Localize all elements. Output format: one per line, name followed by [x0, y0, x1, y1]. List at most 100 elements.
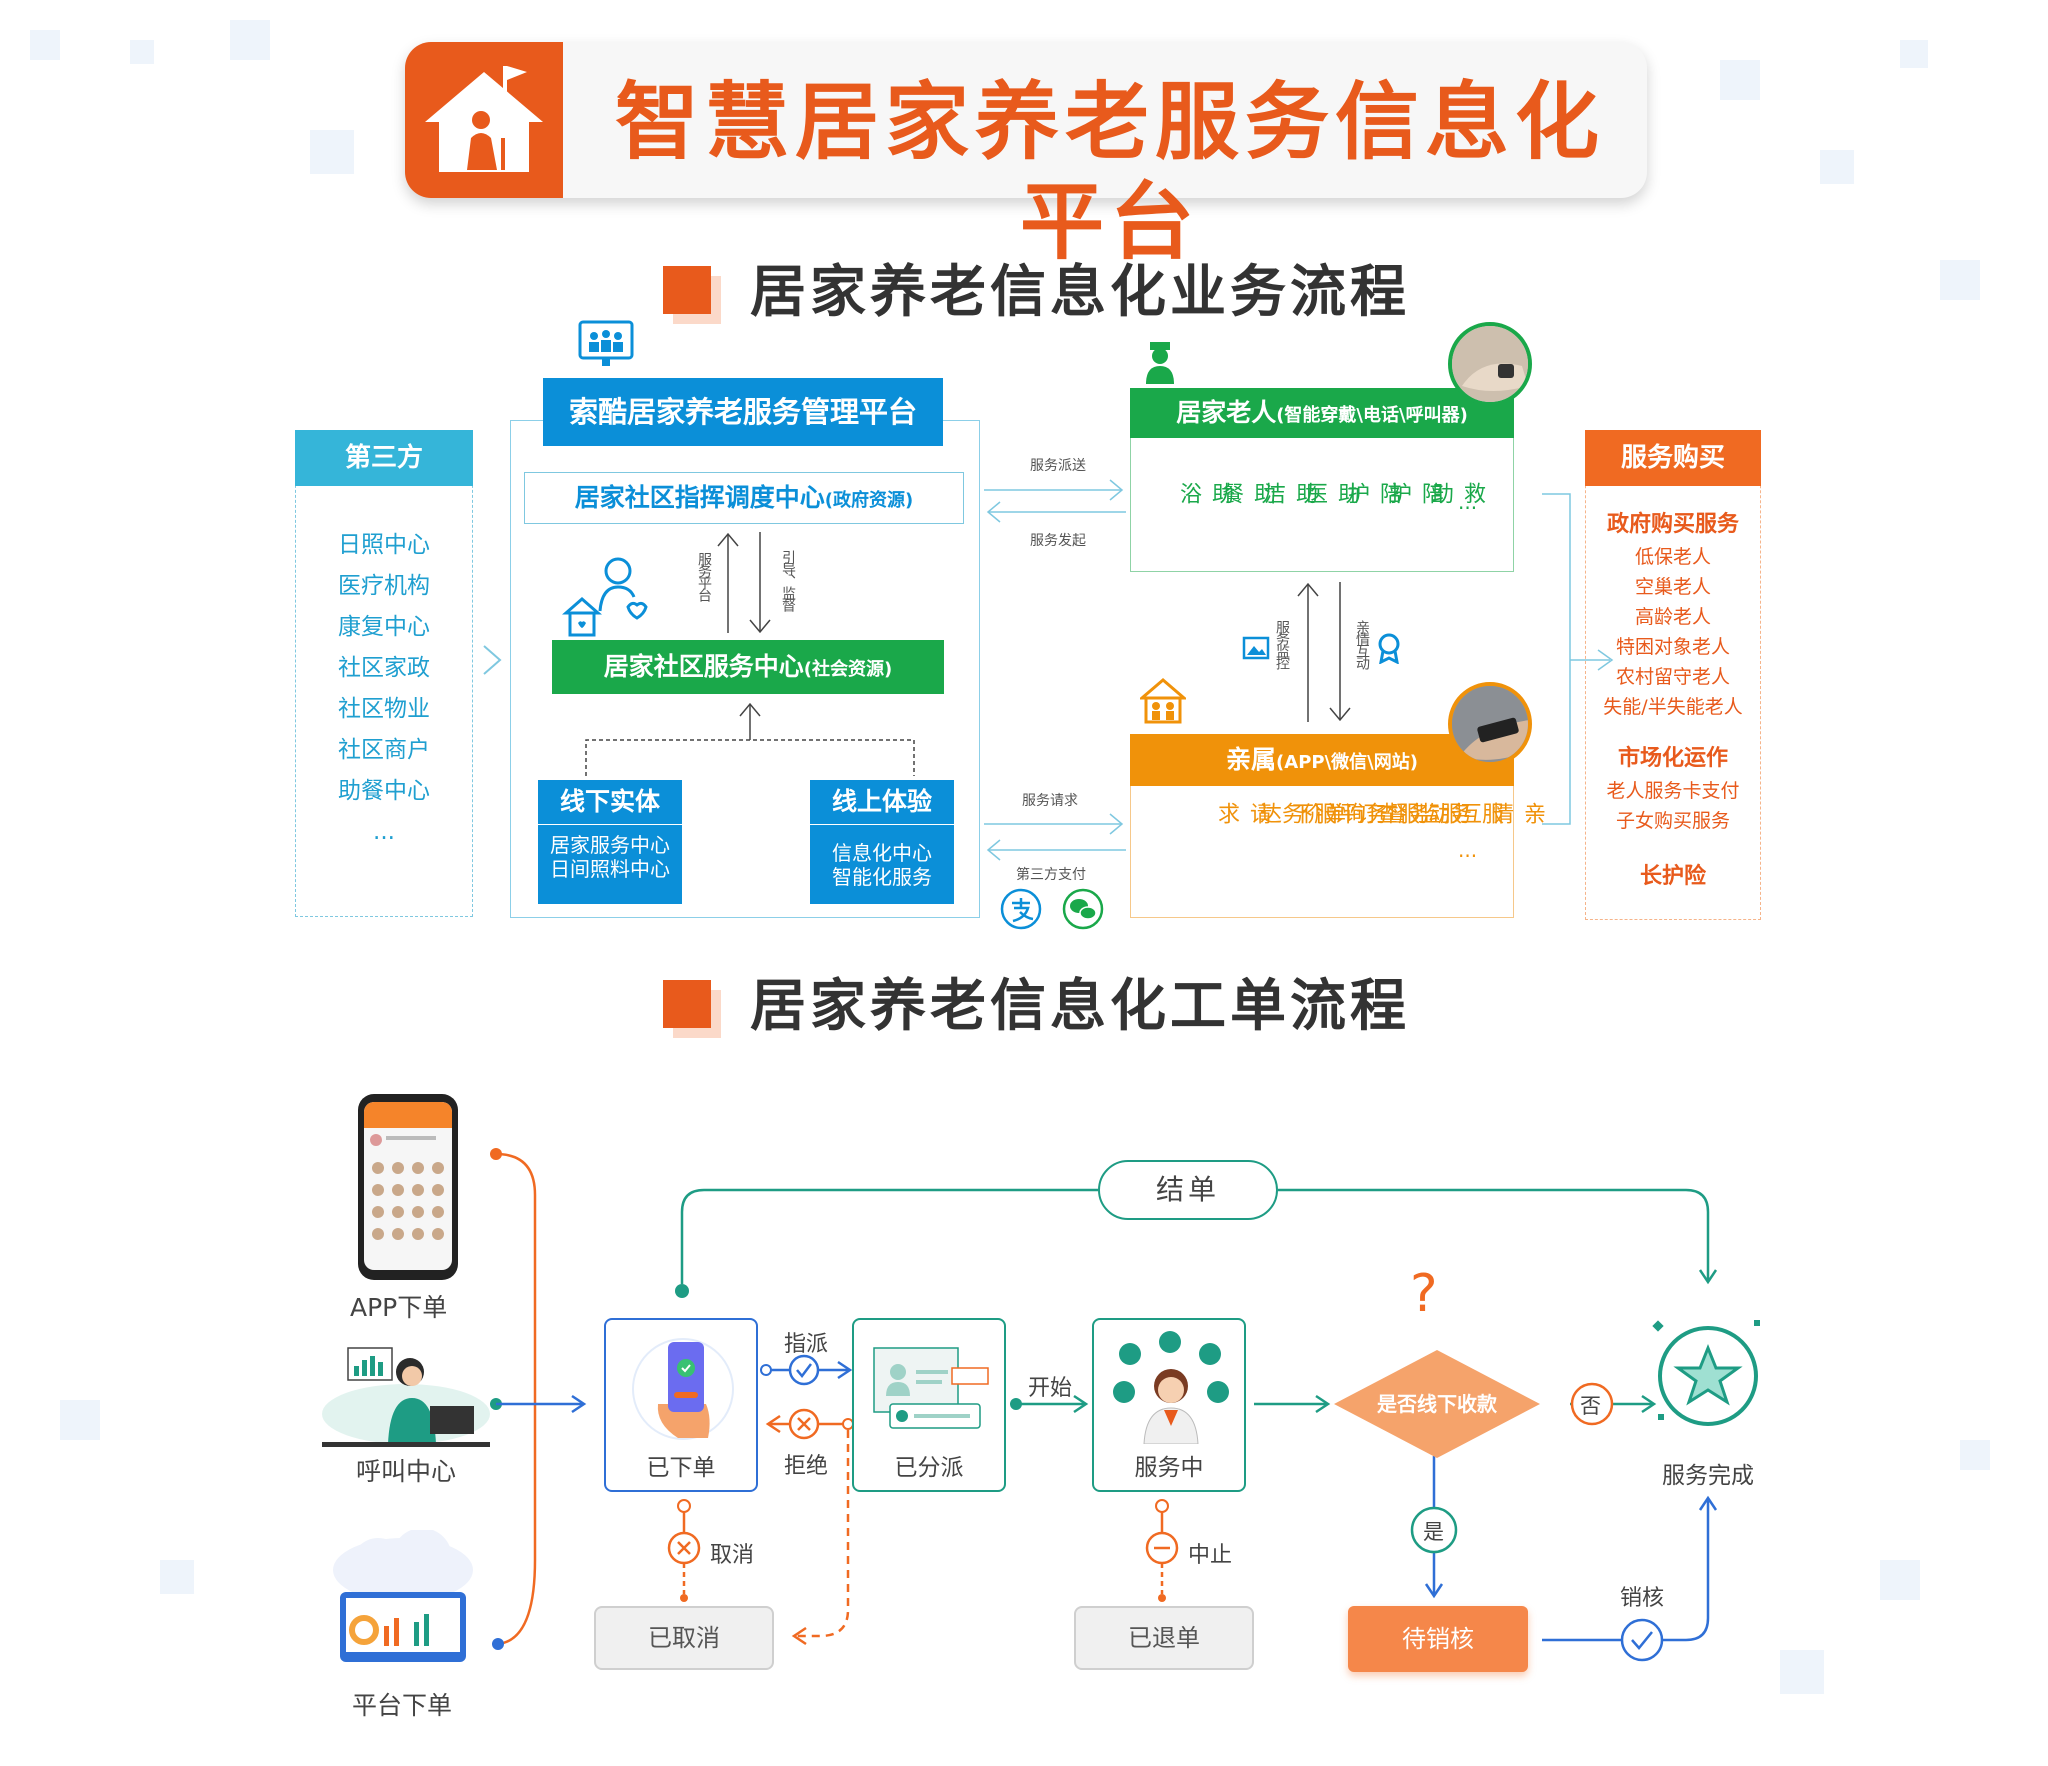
elderly-service: 助浴	[1176, 482, 1233, 502]
star-badge-icon	[1650, 1318, 1766, 1434]
state-assigned-box: 已分派	[852, 1318, 1006, 1492]
section-title: 居家养老信息化业务流程	[750, 260, 1410, 325]
action-start-label: 开始	[1028, 1376, 1073, 1401]
family-more: ...	[1458, 838, 1478, 862]
state-completed-label: 服务完成	[1662, 1463, 1754, 1489]
insurance-title: 长护险	[1639, 864, 1706, 889]
offline-header: 线下实体	[538, 780, 682, 824]
state-refunded: 已退单	[1074, 1606, 1254, 1670]
market-title: 市场化运作	[1617, 746, 1728, 771]
source-app-label: APP下单	[350, 1293, 448, 1322]
online-box: 信息化中心 智能化服务	[810, 824, 954, 904]
gov-item: 空巢老人	[1634, 576, 1711, 598]
family-header: 亲属	[1226, 745, 1277, 774]
list-item: 社区物业	[338, 696, 430, 722]
gov-item: 特困对象老人	[1615, 636, 1730, 658]
phone-hand-photo	[1448, 682, 1532, 766]
label-interact: 亲情互动	[1354, 620, 1370, 668]
dispatch-center-box: 居家社区指挥调度中心(政府资源)	[524, 472, 964, 524]
family-service: 服务查询	[1340, 802, 1461, 822]
family-service: 服务评价	[1298, 802, 1419, 822]
elderly-header-box: 居家老人(智能穿戴\电话\呼叫器)	[1130, 388, 1514, 438]
label-initiate: 服务发起	[1030, 533, 1086, 549]
online-item: 智能化服务	[832, 865, 932, 889]
state-assigned-label: 已分派	[894, 1455, 964, 1481]
list-item: 社区家政	[338, 655, 430, 681]
community-center-box: 居家社区服务中心(社会资源)	[552, 640, 944, 694]
gov-item: 低保老人	[1634, 546, 1711, 568]
community-center-label: 居家社区服务中心	[603, 652, 804, 681]
wechat-pay-icon	[1062, 888, 1104, 930]
elderly-service: 助医	[1302, 482, 1359, 502]
market-item: 子女购买服务	[1615, 810, 1730, 832]
elderly-home-icon	[405, 42, 563, 198]
award-icon	[1376, 632, 1402, 665]
elderly-service: 陪护	[1386, 482, 1443, 502]
phone-order-icon	[632, 1338, 734, 1440]
family-service: 订单下达	[1256, 802, 1377, 822]
state-placed-label: 已下单	[646, 1455, 716, 1481]
smartphone-app-icon	[358, 1094, 458, 1280]
title-banner	[405, 42, 1647, 198]
online-header: 线上体验	[810, 780, 954, 824]
platform-internal-arrows	[717, 532, 771, 634]
request-arrows	[984, 813, 1126, 861]
decision-diamond	[1334, 1350, 1540, 1458]
care-people-icon	[560, 555, 650, 639]
gov-title: 政府购买服务	[1606, 512, 1739, 537]
source-call-label: 呼叫中心	[356, 1457, 457, 1486]
chevron-right-icon	[483, 645, 502, 675]
dispatch-center-label: 居家社区指挥调度中心	[574, 483, 825, 512]
action-cancel-label: 取消	[710, 1543, 755, 1568]
third-party-header: 第三方	[295, 430, 473, 486]
elderly-service: 救助	[1428, 482, 1485, 502]
state-in-service-box: 服务中	[1092, 1318, 1246, 1492]
gov-item: 农村留守老人	[1615, 666, 1730, 688]
family-service: 服务监督	[1382, 802, 1503, 822]
family-home-icon	[1137, 678, 1189, 724]
action-suspend-label: 中止	[1188, 1543, 1233, 1568]
family-service: 服务请求	[1214, 802, 1335, 822]
alipay-icon	[1000, 888, 1042, 930]
market-item: 老人服务卡支付	[1606, 780, 1740, 802]
list-item: 日照中心	[338, 532, 430, 558]
family-header-box: 亲属(APP\微信\网站)	[1130, 734, 1514, 786]
offline-box: 居家服务中心 日间照料中心	[538, 824, 682, 904]
purchase-header: 服务购买	[1585, 430, 1761, 486]
page-title: 智慧居家养老服务信息化平台	[614, 73, 1605, 271]
label-third-pay: 第三方支付	[1016, 867, 1086, 883]
online-item: 信息化中心	[832, 841, 932, 865]
decision-no-label: 否	[1580, 1394, 1601, 1418]
profile-card-icon	[873, 1347, 989, 1429]
section-marker	[663, 980, 711, 1028]
list-item: 社区商户	[338, 737, 430, 763]
elderly-to-purchase-connector	[1542, 493, 1614, 825]
label-service-platform: 服务平台	[696, 552, 712, 600]
purchase-list: 政府购买服务 低保老人 空巢老人 高龄老人 特困对象老人 农村留守老人 失能/半…	[1585, 508, 1761, 894]
state-pending-verify: 待销核	[1348, 1606, 1528, 1672]
elderly-header: 居家老人	[1176, 398, 1277, 427]
state-placed-box: 已下单	[604, 1318, 758, 1492]
elderly-service: 助餐	[1218, 482, 1275, 502]
third-party-list: 日照中心 医疗机构 康复中心 社区家政 社区物业 社区商户 助餐中心 ...	[295, 525, 473, 853]
elderly-service: 陪护	[1344, 482, 1401, 502]
list-item: ...	[373, 819, 395, 845]
action-verify-label: 销核	[1620, 1586, 1665, 1611]
label-dispatch: 服务派送	[1030, 458, 1086, 474]
elderly-header-note: (智能穿戴\电话\呼叫器)	[1276, 405, 1468, 426]
gov-item: 高龄老人	[1634, 606, 1711, 628]
list-item: 康复中心	[338, 614, 430, 640]
state-in-service-label: 服务中	[1134, 1455, 1204, 1481]
offline-item: 居家服务中心	[550, 833, 670, 857]
elderly-service: 助洁	[1260, 482, 1317, 502]
state-cancelled: 已取消	[594, 1606, 774, 1670]
list-item: 医疗机构	[338, 573, 430, 599]
action-assign-label: 指派	[784, 1332, 829, 1357]
label-guide-supervise: 引导、监督	[780, 550, 796, 610]
close-order-pill: 结单	[1098, 1160, 1278, 1220]
decision-question: 是否线下收款	[1377, 1392, 1497, 1416]
elderly-more: ...	[1458, 490, 1478, 514]
dispatch-arrows	[984, 479, 1126, 523]
dispatch-center-note: (政府资源)	[824, 490, 914, 511]
question-icon: ?	[1410, 1264, 1438, 1324]
